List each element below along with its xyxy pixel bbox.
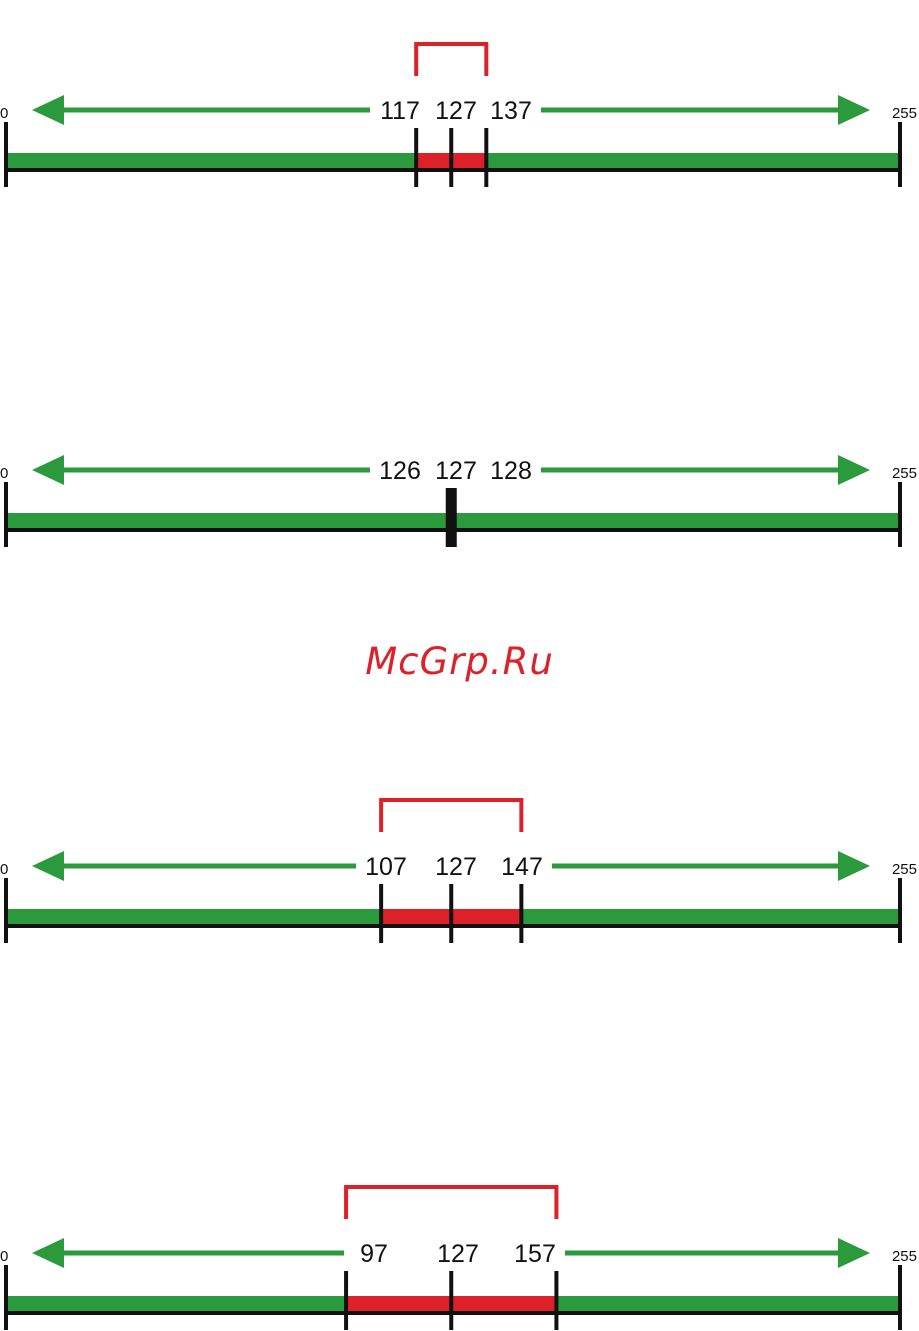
scale-3-label-min: 0 <box>0 861 8 878</box>
scale-3-label-high: 147 <box>501 853 543 881</box>
scale-3-green-bar-left <box>6 909 381 925</box>
scale-2-label-min: 0 <box>0 465 8 482</box>
scale-2-label-low: 126 <box>379 457 421 485</box>
scale-3-label-center: 127 <box>435 853 477 881</box>
scale-2-arrow-left-head <box>32 455 64 485</box>
scale-2-label-center: 127 <box>435 457 477 485</box>
scale-4-arrow-left-head <box>32 1238 64 1268</box>
scale-4-label-center: 127 <box>437 1240 479 1268</box>
scale-1-range-bracket <box>416 44 486 76</box>
scale-4-label-max: 255 <box>892 1248 917 1265</box>
scale-2-green-bar-right <box>455 513 900 529</box>
scale-1-arrow-right-head <box>838 95 870 125</box>
scale-4-green-bar-left <box>6 1296 346 1312</box>
scale-4-arrow-right-head <box>838 1238 870 1268</box>
watermark-text: McGrp.Ru <box>0 640 919 683</box>
scale-4-label-low: 97 <box>360 1240 388 1268</box>
scale-3-label-max: 255 <box>892 861 917 878</box>
scale-2-arrow-right-head <box>838 455 870 485</box>
scale-4-green-bar-right <box>556 1296 900 1312</box>
scale-3-arrow-left-head <box>32 851 64 881</box>
scale-2-label-max: 255 <box>892 465 917 482</box>
scale-1-label-min: 0 <box>0 105 8 122</box>
scale-1-label-center: 127 <box>435 97 477 125</box>
scale-1-label-high: 137 <box>490 97 532 125</box>
scale-1-arrow-left-head <box>32 95 64 125</box>
scale-2-green-bar-left <box>6 513 448 529</box>
scale-4-label-high: 157 <box>514 1240 556 1268</box>
scale-2-label-high: 128 <box>490 457 532 485</box>
scale-1-green-bar-left <box>6 153 416 169</box>
scale-3-range-bracket <box>381 800 521 832</box>
scale-1-green-bar-right <box>486 153 900 169</box>
scale-3-green-bar-right <box>521 909 900 925</box>
scale-4-label-min: 0 <box>0 1248 8 1265</box>
scale-4-range-bracket <box>346 1187 556 1219</box>
scale-1-label-low: 117 <box>380 97 420 125</box>
scale-1-label-max: 255 <box>892 105 917 122</box>
scale-3-label-low: 107 <box>365 853 407 881</box>
scale-3-arrow-right-head <box>838 851 870 881</box>
